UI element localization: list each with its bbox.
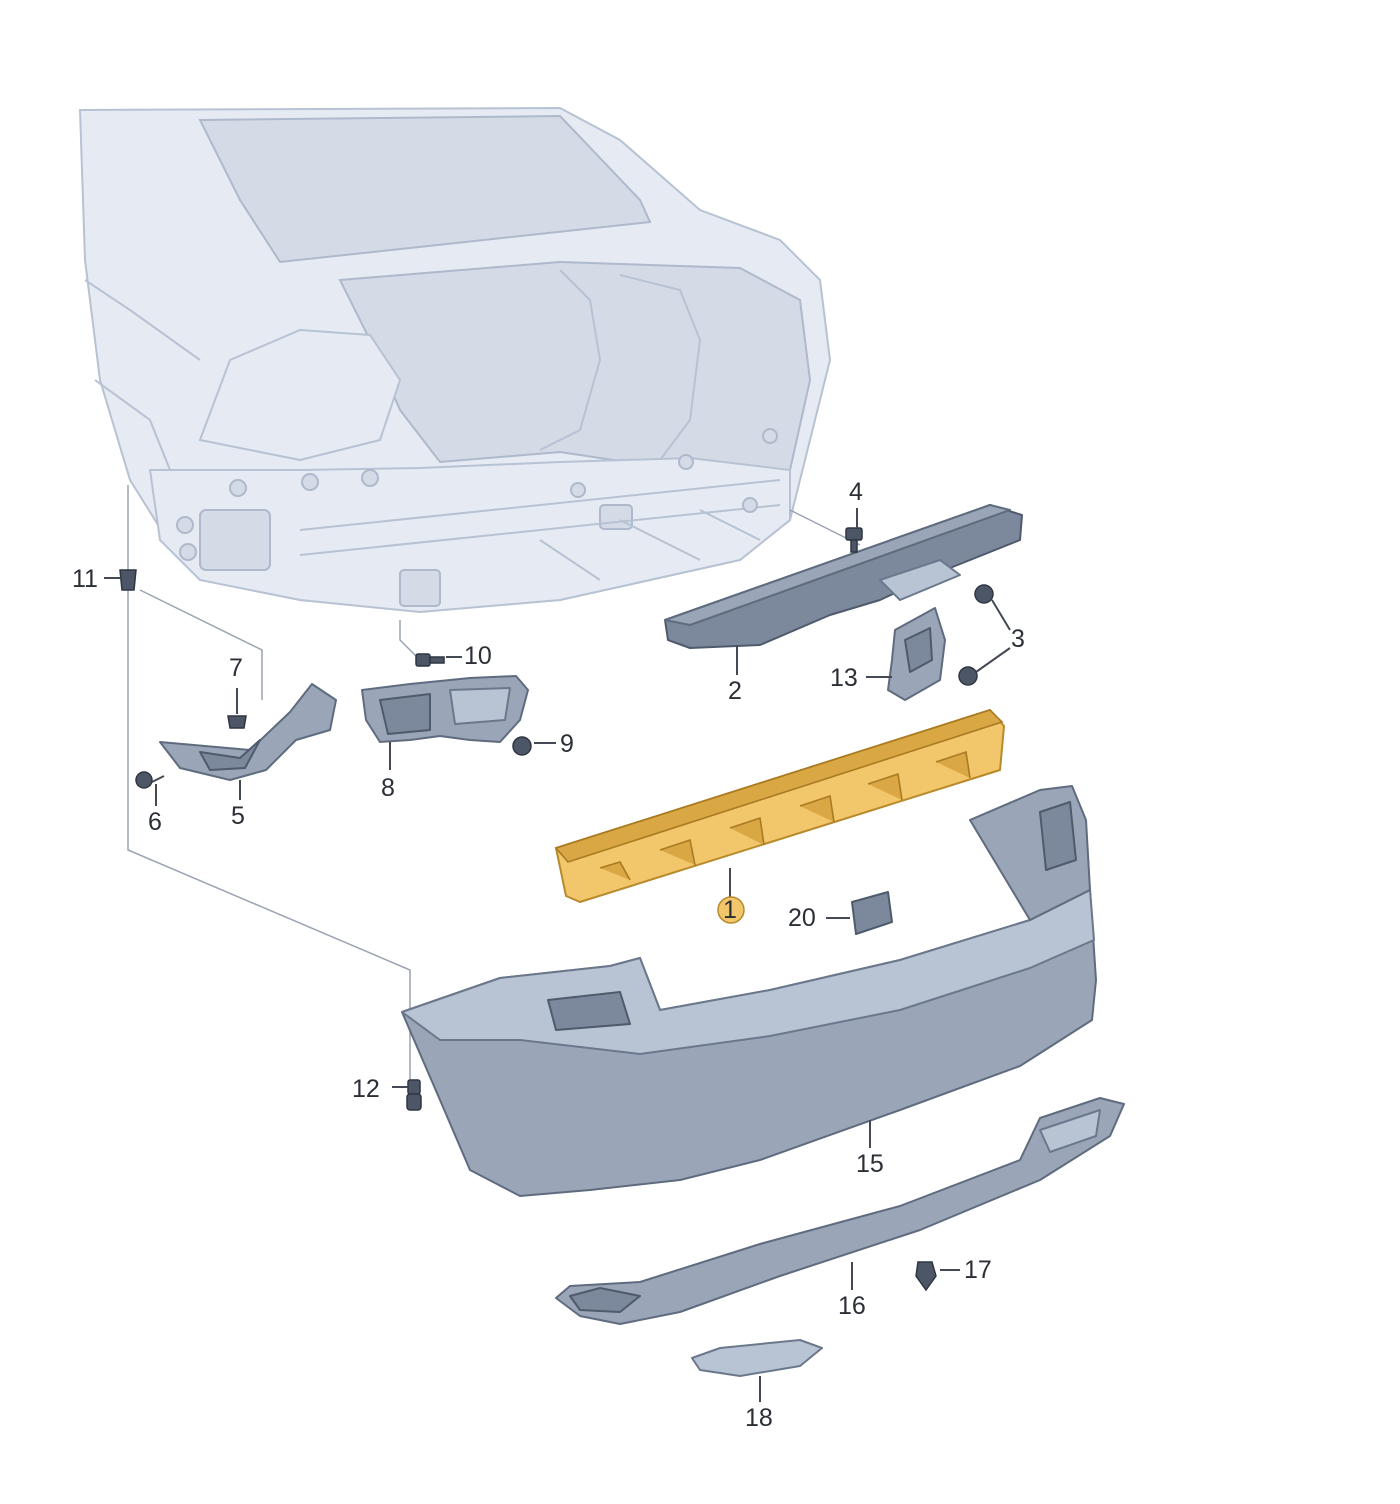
- part-1-impact-absorber: [554, 709, 1005, 903]
- mount-hole: [742, 497, 758, 513]
- part-6-screw: [135, 771, 165, 806]
- car-body-rear: [78, 106, 832, 614]
- callout-12: 12: [352, 1075, 380, 1103]
- mount-hole: [361, 469, 379, 487]
- part-18-trim-piece: [691, 1339, 823, 1402]
- callout-9: 9: [560, 730, 574, 758]
- guide-line-10: [399, 620, 421, 661]
- mount-hole: [229, 479, 247, 497]
- trunk-inner-panel: [539, 269, 702, 461]
- rear-window: [198, 114, 652, 264]
- panel-slot: [599, 504, 633, 530]
- callout-18: 18: [745, 1404, 773, 1432]
- callout-5: 5: [231, 802, 245, 830]
- mount-hole: [678, 454, 694, 470]
- callout-16: 16: [838, 1292, 866, 1320]
- callout-15: 15: [856, 1150, 884, 1178]
- mount-hole: [762, 428, 778, 444]
- part-1-highlight-marker: [717, 896, 745, 924]
- callout-10: 10: [464, 642, 492, 670]
- part-5-left-bracket: [159, 683, 337, 800]
- part-10-bolt: [415, 653, 462, 667]
- part-2-mounting-rail: [664, 504, 1023, 675]
- callout-1: 1: [723, 896, 737, 924]
- callout-6: 6: [148, 808, 162, 836]
- tail-light: [198, 328, 402, 462]
- callout-13: 13: [830, 664, 858, 692]
- callout-8: 8: [381, 774, 395, 802]
- part-7-clip: [227, 688, 247, 729]
- callout-11: 11: [72, 565, 98, 593]
- license-lamp-recess: [199, 509, 271, 571]
- callout-2: 2: [728, 677, 742, 705]
- callout-3: 3: [1011, 625, 1025, 653]
- part-17-clip: [915, 1261, 960, 1292]
- mount-hole: [179, 543, 197, 561]
- part-12-screw: [392, 1079, 422, 1111]
- callout-4: 4: [849, 478, 863, 506]
- part-11-clip: [104, 569, 137, 591]
- part-13-side-bracket: [866, 607, 946, 701]
- callout-7: 7: [229, 654, 243, 682]
- part-8-guide-bracket: [361, 675, 529, 770]
- mount-hole: [301, 473, 319, 491]
- rear-panel-ribs: [299, 479, 781, 581]
- part-15-bumper-cover: [401, 785, 1097, 1197]
- part-3-nuts: [958, 584, 1011, 686]
- guide-line-bracket: [139, 589, 263, 700]
- part-9-nut: [512, 736, 556, 756]
- part-16-lower-diffuser: [555, 1097, 1125, 1325]
- part-4-bolt: [845, 508, 863, 553]
- callout-20: 20: [788, 904, 816, 932]
- callout-17: 17: [964, 1256, 992, 1284]
- callout-labels: 1 2 3 4 5 6 7 8 9 10 11 12 13 15 16 17 1…: [72, 478, 1025, 1432]
- mount-hole: [570, 482, 586, 498]
- mount-hole: [176, 516, 194, 534]
- tow-eye-cover: [399, 569, 441, 607]
- part-20-small-bracket: [826, 891, 893, 935]
